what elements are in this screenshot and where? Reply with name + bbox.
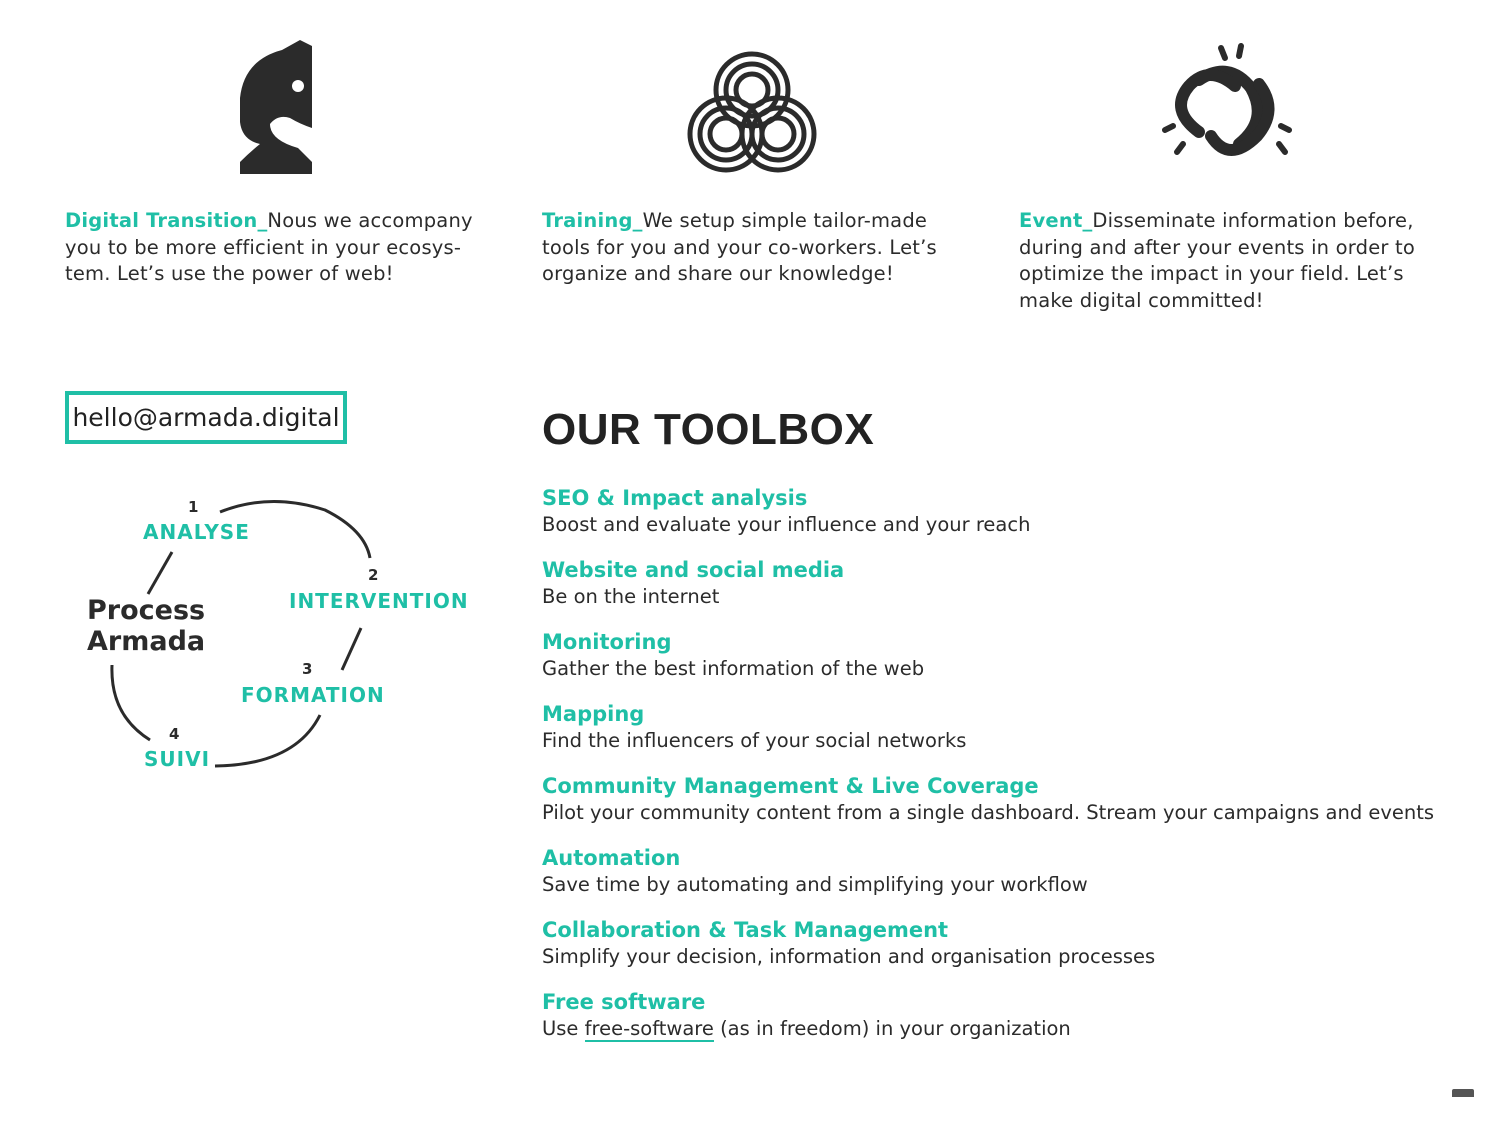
toolbox-item: Monitoring Gather the best information o… [542, 629, 1442, 682]
toolbox-item-desc: Boost and evaluate your influence and yo… [542, 513, 1031, 536]
toolbox-item-name: Website and social media [542, 558, 845, 582]
toolbox-item-name: Monitoring [542, 630, 672, 654]
toolbox-section: OUR TOOLBOX SEO & Impact analysis Boost … [542, 405, 1442, 1061]
toolbox-item-name: Automation [542, 846, 681, 870]
toolbox-item-name: Collaboration & Task Management [542, 918, 949, 942]
toolbox-item-desc: Save time by automating and simplifying … [542, 873, 1088, 896]
service-text: We setup simple tailor-made tools for yo… [542, 209, 937, 285]
toolbox-item: Collaboration & Task Management Simplify… [542, 917, 1442, 970]
toolbox-item: Mapping Find the influencers of your soc… [542, 701, 1442, 754]
service-text: Disseminate information before, during a… [1019, 209, 1416, 312]
toolbox-item-name: Free software [542, 990, 706, 1014]
toolbox-item-desc: Pilot your community content from a sing… [542, 801, 1435, 824]
knot-icon [542, 40, 962, 180]
toolbox-title: OUR TOOLBOX [542, 405, 875, 454]
scroll-to-top-button[interactable] [1452, 1089, 1474, 1097]
process-diagram: 1 ANALYSE 2 INTERVENTION 3 FORMATION 4 S… [80, 490, 480, 790]
toolbox-item: Website and social media Be on the inter… [542, 557, 1442, 610]
toolbox-item-name: Mapping [542, 702, 645, 726]
toolbox-item-name: Community Management & Live Coverage [542, 774, 1039, 798]
rings-event-icon [1019, 40, 1439, 180]
toolbox-item-desc: Use free-software (as in freedom) in you… [542, 1017, 1071, 1042]
service-digital-transition: Digital Transition_Nous we accompany you… [65, 40, 485, 288]
knight-chess-icon [65, 40, 485, 180]
service-heading: Digital Transition_ [65, 209, 268, 232]
toolbox-item: SEO & Impact analysis Boost and evaluate… [542, 485, 1442, 538]
toolbox-item-desc: Be on the internet [542, 585, 720, 608]
service-heading: Training_ [542, 209, 643, 232]
process-step-number: 4 [169, 725, 180, 743]
service-heading: Event_ [1019, 209, 1093, 232]
process-step-label: FORMATION [241, 683, 385, 707]
toolbox-item: Free software Use free-software (as in f… [542, 989, 1442, 1042]
service-event: Event_Disseminate information before, du… [1019, 40, 1439, 314]
toolbox-item-desc: Find the influencers of your social netw… [542, 729, 967, 752]
process-step-label: SUIVI [144, 747, 211, 771]
toolbox-item: Community Management & Live Coverage Pil… [542, 773, 1442, 826]
service-text: Nous we accompany you to be more efficie… [65, 209, 473, 285]
process-step-number: 3 [302, 660, 313, 678]
toolbox-item-desc: Simplify your decision, information and … [542, 945, 1156, 968]
process-cycle-arrows [110, 499, 372, 768]
process-step-number: 2 [368, 566, 379, 584]
toolbox-item-name: SEO & Impact analysis [542, 486, 808, 510]
free-software-link[interactable]: free-software [584, 1017, 714, 1042]
email-contact-link[interactable]: hello@armada.digital [65, 391, 347, 444]
toolbox-item: Automation Save time by automating and s… [542, 845, 1442, 898]
process-step-label: INTERVENTION [289, 589, 469, 613]
toolbox-item-desc: Gather the best information of the web [542, 657, 925, 680]
process-step-label: ANALYSE [143, 520, 250, 544]
process-step-number: 1 [188, 498, 199, 516]
process-title: Process Armada [87, 595, 206, 657]
service-training: Training_We setup simple tailor-made too… [542, 40, 962, 288]
